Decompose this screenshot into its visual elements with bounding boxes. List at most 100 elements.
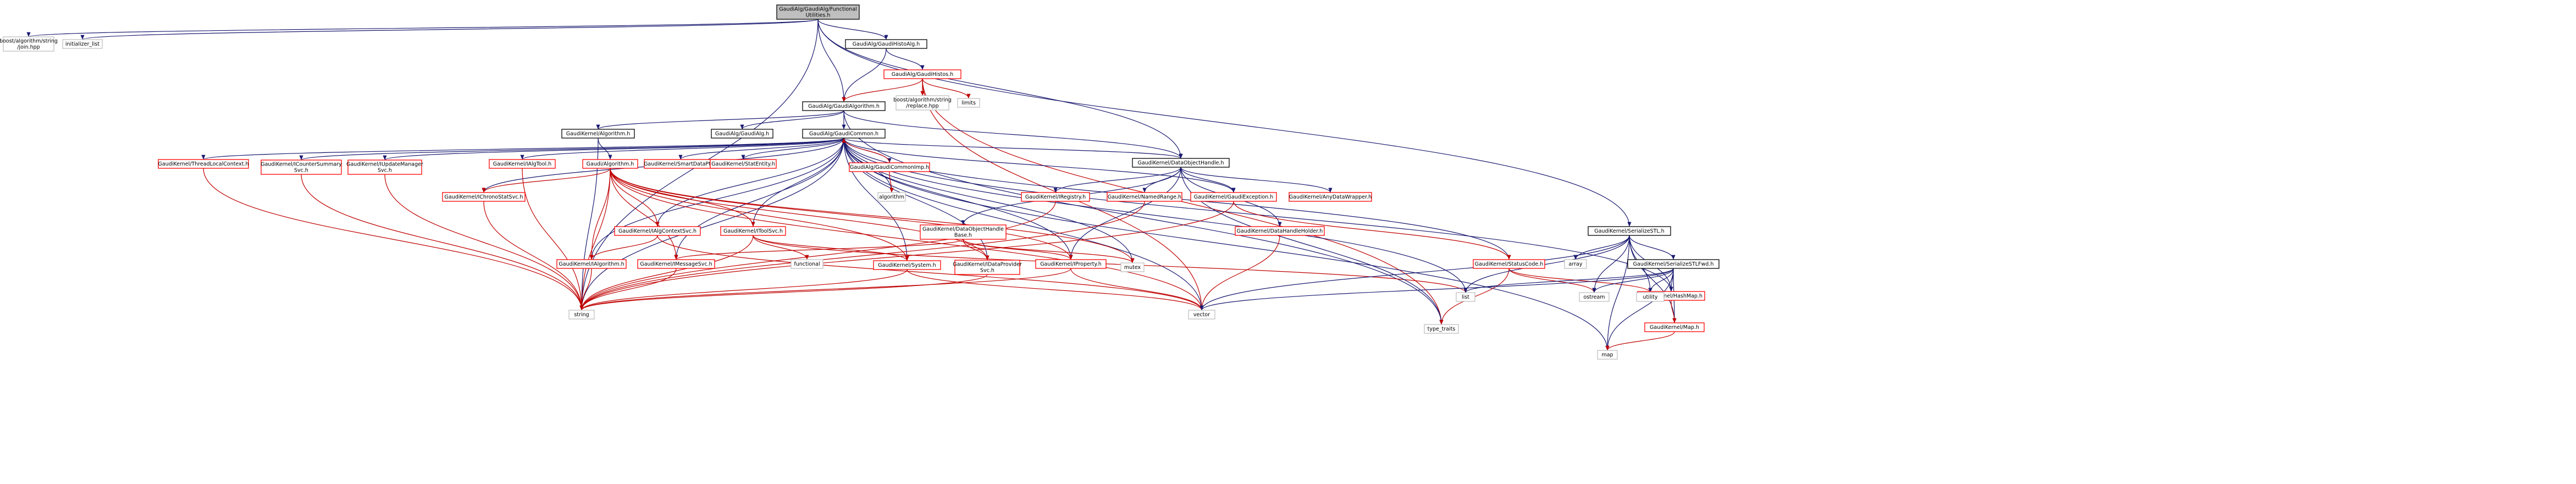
edge-gaudicommon-to-smartdataptr	[678, 138, 844, 160]
node-iregistry[interactable]: GaudiKernel/IRegistry.h	[1021, 192, 1090, 202]
node-list[interactable]: list	[1456, 292, 1475, 302]
node-initlist[interactable]: initializer_list	[62, 39, 103, 49]
node-boost_json[interactable]: boost/algorithm/string/join.hpp	[0, 36, 58, 52]
node-type_traits[interactable]: type_traits	[1424, 324, 1459, 334]
node-threadlocal[interactable]: GaudiKernel/ThreadLocalContext.h	[158, 159, 249, 169]
node-commonimp[interactable]: GaudiAlg/GaudiCommonImp.h	[849, 162, 930, 172]
node-box	[802, 129, 886, 139]
node-label: GaudiKernel/StatEntity.h	[711, 161, 775, 167]
edge-gaudicommon-to-ialgtool	[520, 138, 844, 160]
node-namedrange[interactable]: GaudiKernel/NamedRange.h	[1107, 192, 1182, 202]
node-box	[1120, 262, 1145, 272]
node-label: GaudiKernel/NamedRange.h	[1108, 194, 1181, 200]
node-box	[802, 101, 886, 111]
node-histoalg[interactable]: GaudiAlg/GaudiHistoAlg.h	[845, 39, 927, 49]
node-label: GaudiKernel/DataObjectHandle.h	[1137, 160, 1224, 166]
node-box	[710, 159, 777, 169]
node-imessagesvc[interactable]: GaudiKernel/IMessageSvc.h	[637, 259, 715, 269]
node-array[interactable]: array	[1564, 259, 1587, 269]
node-label: GaudiKernel/ThreadLocalContext.h	[158, 161, 248, 167]
edge-imessagesvc-to-string	[579, 268, 677, 311]
node-itoolsvc[interactable]: GaudiKernel/IToolSvc.h	[720, 226, 786, 236]
node-dataobjecthandle[interactable]: GaudiKernel/DataObjectHandle.h	[1132, 158, 1230, 168]
node-anydatawrapper[interactable]: GaudiKernel/AnyDataWrapper.h	[1289, 192, 1372, 202]
node-algorithm_std[interactable]: algorithm	[877, 192, 906, 202]
node-box	[582, 159, 638, 169]
node-label: GaudiKernel/StatusCode.h	[1475, 261, 1544, 267]
node-datahandleholder[interactable]: GaudiKernel/DataHandleHolder.h	[1235, 226, 1325, 236]
node-box	[1021, 192, 1090, 202]
node-ialgcontext[interactable]: GaudiKernel/IAlgContextSvc.h	[614, 226, 701, 236]
node-label: GaudiAlg/GaudiHistos.h	[892, 72, 953, 78]
edge-serializestlfwd-to-vector	[1199, 268, 1674, 311]
node-iproperty[interactable]: GaudiKernel/IProperty.h	[1035, 259, 1107, 269]
node-vector[interactable]: vector	[1188, 310, 1215, 320]
node-box	[954, 260, 1020, 275]
node-ialgorithm[interactable]: GaudiKernel/IAlgorithm.h	[556, 259, 627, 269]
node-box	[442, 192, 526, 202]
node-label: GaudiAlg/GaudiAlg/Functional	[779, 7, 856, 13]
node-box	[1564, 259, 1587, 269]
node-box	[489, 159, 556, 169]
node-label: GaudiAlg/GaudiCommonImp.h	[850, 164, 929, 170]
node-label: utility	[1643, 294, 1657, 300]
edge-gaudihistos-to-limits	[922, 78, 971, 99]
node-mutex[interactable]: mutex	[1120, 262, 1145, 272]
node-utility[interactable]: utility	[1636, 292, 1665, 302]
edge-statuscode-to-ostream	[1508, 268, 1596, 293]
node-system[interactable]: GaudiKernel/System.h	[873, 260, 941, 270]
edge-dohbase-to-imessagesvc	[674, 239, 964, 260]
node-ialgtool[interactable]: GaudiKernel/IAlgTool.h	[489, 159, 556, 169]
node-gaudicommon[interactable]: GaudiAlg/GaudiCommon.h	[802, 129, 886, 139]
node-label: GaudiKernel/GaudiException.h	[1194, 194, 1274, 200]
node-map[interactable]: map	[1597, 350, 1618, 360]
node-label: GaudiKernel/IToolSvc.h	[723, 228, 783, 234]
node-boost_replace[interactable]: boost/algorithm/string/replace.hpp	[893, 95, 952, 111]
node-gaudihistos[interactable]: GaudiAlg/GaudiHistos.h	[883, 69, 961, 79]
edge-ialgtool-to-string	[522, 168, 584, 311]
edge-serializestlfwd-to-utility	[1648, 268, 1674, 293]
edge-root-to-histoalg	[817, 19, 888, 40]
edge-idataprovider-to-string	[579, 274, 988, 311]
node-label: boost/algorithm/string	[0, 38, 58, 45]
edge-commonimp-to-algorithm_std	[889, 171, 894, 193]
edge-gaudialgorithm-to-gk_algorithm	[596, 110, 844, 130]
node-statuscode[interactable]: GaudiKernel/StatusCode.h	[1473, 259, 1545, 269]
node-label: mutex	[1124, 265, 1141, 271]
node-functional[interactable]: functional	[791, 259, 823, 269]
node-ichronostat[interactable]: GaudiKernel/IChronoStatSvc.h	[442, 192, 526, 202]
node-gaudiexception[interactable]: GaudiKernel/GaudiException.h	[1190, 192, 1277, 202]
node-limits[interactable]: limits	[957, 98, 980, 108]
edge-serializestl-to-array	[1573, 235, 1630, 260]
edge-icountersummary-to-string	[301, 174, 584, 311]
node-gk_map[interactable]: GaudiKernel/Map.h	[1644, 322, 1705, 332]
node-box	[791, 259, 823, 269]
node-gaudialg[interactable]: GaudiAlg/GaudiAlg.h	[711, 129, 773, 139]
node-label: Gaudi/Algorithm.h	[587, 161, 634, 167]
node-smartdataptr[interactable]: GaudiKernel/SmartDataPtr.h	[644, 159, 717, 169]
node-label: GaudiKernel/IAlgTool.h	[493, 161, 551, 167]
node-string[interactable]: string	[568, 310, 595, 320]
node-box	[158, 159, 249, 169]
node-label: GaudiKernel/HashMap.h	[1640, 293, 1702, 299]
node-serializestlfwd[interactable]: GaudiKernel/SerializeSTLFwd.h	[1627, 259, 1720, 269]
edge-datahandleholder-to-vector	[1199, 235, 1280, 311]
node-gaudialgorithm[interactable]: GaudiAlg/GaudiAlgorithm.h	[802, 101, 886, 111]
edge-commonimp-to-gaudicommon	[842, 138, 890, 163]
node-gk_algorithm[interactable]: GaudiKernel/Algorithm.h	[561, 129, 635, 139]
node-box	[877, 192, 906, 202]
node-statentity[interactable]: GaudiKernel/StatEntity.h	[710, 159, 777, 169]
node-gaudi_algorithm[interactable]: Gaudi/Algorithm.h	[582, 159, 638, 169]
node-ostream[interactable]: ostream	[1579, 292, 1610, 302]
node-box	[614, 226, 701, 236]
node-box	[1235, 226, 1325, 236]
node-label: Utilities.h	[806, 13, 831, 19]
node-box	[776, 4, 860, 20]
edge-root-to-initlist	[81, 19, 819, 40]
node-serializestl[interactable]: GaudiKernel/SerializeSTL.h	[1588, 226, 1671, 236]
